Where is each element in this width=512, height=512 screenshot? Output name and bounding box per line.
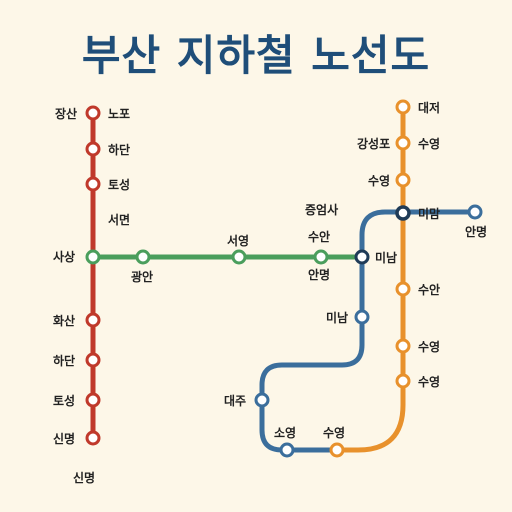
label-gwangan: 광안 xyxy=(131,269,153,284)
label-suyeong1: 수영 xyxy=(418,136,440,151)
label-daejeo: 대저 xyxy=(418,100,440,115)
label-gangseongpo: 강성포 xyxy=(357,137,390,151)
station-mimam-transfer-node[interactable] xyxy=(395,205,411,221)
station-soyeong-node[interactable] xyxy=(279,442,295,458)
label-toseong: 토성 xyxy=(108,178,130,192)
label-seomyeon: 서면 xyxy=(108,212,130,227)
station-daejeo-node[interactable] xyxy=(395,99,411,115)
blue-line xyxy=(259,209,477,453)
label-jeungeomsa: 증엄사 xyxy=(305,202,338,217)
station-toseong2-node[interactable] xyxy=(85,392,101,408)
station-daeju-node[interactable] xyxy=(254,392,270,408)
label-suan: 수안 xyxy=(308,229,330,244)
label-sinmyeong: 신명 xyxy=(53,431,75,446)
station-toseong-node[interactable] xyxy=(85,176,101,192)
label-seoyeong: 서영 xyxy=(227,233,249,248)
label-nopo: 노포 xyxy=(108,107,130,121)
label-toseong2: 토성 xyxy=(53,394,75,408)
label-sinmyeong-end: 신명 xyxy=(73,470,95,485)
label-hwasan: 화산 xyxy=(53,313,75,328)
orange-line xyxy=(334,103,406,453)
station-suyeong3-node[interactable] xyxy=(395,338,411,354)
station-jangsan-node[interactable] xyxy=(85,105,101,121)
station-suan-node[interactable] xyxy=(313,249,329,265)
station-hwasan-node[interactable] xyxy=(85,312,101,328)
label-minam2: 미남 xyxy=(326,310,348,325)
label-suyeong3: 수영 xyxy=(418,339,440,354)
station-hadan-node[interactable] xyxy=(85,141,101,157)
label-suyeong5: 수영 xyxy=(323,425,345,440)
station-suan2-node[interactable] xyxy=(395,281,411,297)
station-gwangan-node[interactable] xyxy=(135,249,151,265)
label-suan2: 수안 xyxy=(418,282,440,297)
station-sasang-node[interactable] xyxy=(85,249,101,265)
station-suyeong1-node[interactable] xyxy=(395,135,411,151)
label-suyeong2: 수영 xyxy=(368,173,390,188)
station-minam2-node[interactable] xyxy=(354,309,370,325)
label-soyeong: 소영 xyxy=(274,425,296,440)
label-mimam-transfer: 미맘 xyxy=(418,206,440,221)
station-anmyeong-end-node[interactable] xyxy=(467,204,483,220)
label-anmyeong: 안명 xyxy=(308,267,330,282)
label-sasang: 사상 xyxy=(53,249,75,264)
station-suyeong2-node[interactable] xyxy=(395,172,411,188)
station-suyeong4-node[interactable] xyxy=(395,373,411,389)
label-daeju: 대주 xyxy=(224,394,246,408)
map-title: 부산 지하철 노선도 xyxy=(81,31,431,80)
label-anmyeong-end: 안명 xyxy=(465,224,487,239)
station-hadan2-node[interactable] xyxy=(85,352,101,368)
label-minam-transfer: 미남 xyxy=(375,250,397,265)
label-hadan2: 하단 xyxy=(53,353,75,368)
station-suyeong5-node[interactable] xyxy=(329,442,345,458)
label-suyeong4: 수영 xyxy=(418,374,440,389)
label-hadan: 하단 xyxy=(108,142,130,157)
station-minam-transfer-node[interactable] xyxy=(354,249,370,265)
station-sinmyeong-node[interactable] xyxy=(85,430,101,446)
label-jangsan: 장산 xyxy=(55,106,77,121)
station-seoyeong-node[interactable] xyxy=(231,249,247,265)
